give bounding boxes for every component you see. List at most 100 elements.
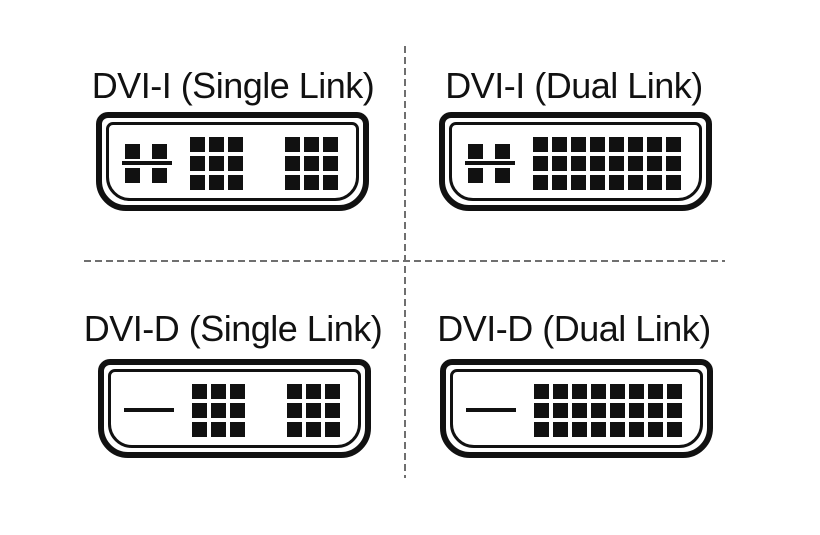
digital-pin	[572, 384, 587, 399]
digital-pin	[230, 403, 245, 418]
digital-pin	[230, 384, 245, 399]
digital-pin	[304, 156, 319, 171]
digital-pin	[552, 156, 567, 171]
digital-pin	[610, 403, 625, 418]
connector-title-dvi-d-dual-link: DVI-D (Dual Link)	[437, 308, 711, 349]
digital-pin	[285, 137, 300, 152]
connector-dvi-i-single-link	[96, 112, 369, 211]
digital-pin	[323, 175, 338, 190]
digital-pin	[228, 156, 243, 171]
flat-blade	[465, 161, 515, 165]
digital-pin	[228, 175, 243, 190]
digital-pin	[628, 137, 643, 152]
digital-pin	[629, 384, 644, 399]
digital-pin-grid	[285, 137, 338, 190]
digital-pin	[230, 422, 245, 437]
analog-pin	[152, 168, 167, 183]
digital-pin	[323, 137, 338, 152]
digital-pin	[647, 175, 662, 190]
digital-pin	[590, 156, 605, 171]
digital-pin	[287, 384, 302, 399]
connector-inner-shell	[449, 122, 702, 201]
connector-dvi-d-dual-link	[440, 359, 713, 458]
digital-pin	[304, 175, 319, 190]
digital-pin-grid	[190, 137, 243, 190]
digital-pin	[304, 137, 319, 152]
digital-pin-grid	[534, 384, 682, 437]
digital-pin	[192, 384, 207, 399]
digital-pin	[534, 422, 549, 437]
connector-inner-shell	[108, 369, 361, 448]
digital-pin	[287, 422, 302, 437]
digital-pin	[571, 137, 586, 152]
analog-pin	[125, 168, 140, 183]
digital-pin	[667, 422, 682, 437]
digital-pin	[533, 137, 548, 152]
digital-pin	[666, 156, 681, 171]
analog-pins	[125, 144, 167, 183]
digital-pin	[211, 403, 226, 418]
digital-pin	[190, 137, 205, 152]
digital-pin	[285, 175, 300, 190]
digital-pin	[572, 403, 587, 418]
digital-pin	[325, 403, 340, 418]
flat-blade	[124, 408, 174, 412]
digital-pin	[209, 175, 224, 190]
connector-inner-shell	[450, 369, 703, 448]
digital-pin	[647, 156, 662, 171]
digital-pin	[190, 156, 205, 171]
digital-pin	[629, 422, 644, 437]
connector-title-dvi-i-single-link: DVI-I (Single Link)	[91, 65, 375, 106]
flat-blade	[122, 161, 172, 165]
digital-pin	[209, 137, 224, 152]
digital-pin	[648, 422, 663, 437]
digital-pin	[306, 384, 321, 399]
digital-pin	[211, 422, 226, 437]
digital-pin	[610, 422, 625, 437]
digital-pin	[192, 403, 207, 418]
digital-pin	[667, 403, 682, 418]
digital-pin	[629, 403, 644, 418]
analog-pin	[495, 144, 510, 159]
digital-pin	[628, 175, 643, 190]
digital-pin	[228, 137, 243, 152]
flat-blade	[466, 408, 516, 412]
digital-pin	[209, 156, 224, 171]
analog-pins	[468, 144, 510, 183]
digital-pin	[628, 156, 643, 171]
digital-pin	[666, 137, 681, 152]
digital-pin	[666, 175, 681, 190]
digital-pin	[553, 384, 568, 399]
digital-pin	[667, 384, 682, 399]
digital-pin	[648, 403, 663, 418]
digital-pin	[572, 422, 587, 437]
horizontal-dashed-divider	[84, 260, 725, 262]
digital-pin	[190, 175, 205, 190]
digital-pin	[571, 156, 586, 171]
digital-pin	[534, 384, 549, 399]
digital-pin	[306, 403, 321, 418]
digital-pin	[211, 384, 226, 399]
digital-pin	[285, 156, 300, 171]
digital-pin-grid	[287, 384, 340, 437]
digital-pin	[571, 175, 586, 190]
analog-pin	[125, 144, 140, 159]
digital-pin-grid	[533, 137, 681, 190]
digital-pin	[609, 175, 624, 190]
analog-pin	[468, 144, 483, 159]
analog-pin	[152, 144, 167, 159]
analog-pin	[495, 168, 510, 183]
digital-pin	[609, 137, 624, 152]
connector-dvi-d-single-link	[98, 359, 371, 458]
connector-title-dvi-d-single-link: DVI-D (Single Link)	[83, 308, 383, 349]
digital-pin	[325, 384, 340, 399]
digital-pin	[323, 156, 338, 171]
digital-pin	[591, 384, 606, 399]
digital-pin	[306, 422, 321, 437]
digital-pin	[591, 403, 606, 418]
digital-pin	[609, 156, 624, 171]
digital-pin	[552, 137, 567, 152]
digital-pin	[647, 137, 662, 152]
digital-pin	[533, 175, 548, 190]
